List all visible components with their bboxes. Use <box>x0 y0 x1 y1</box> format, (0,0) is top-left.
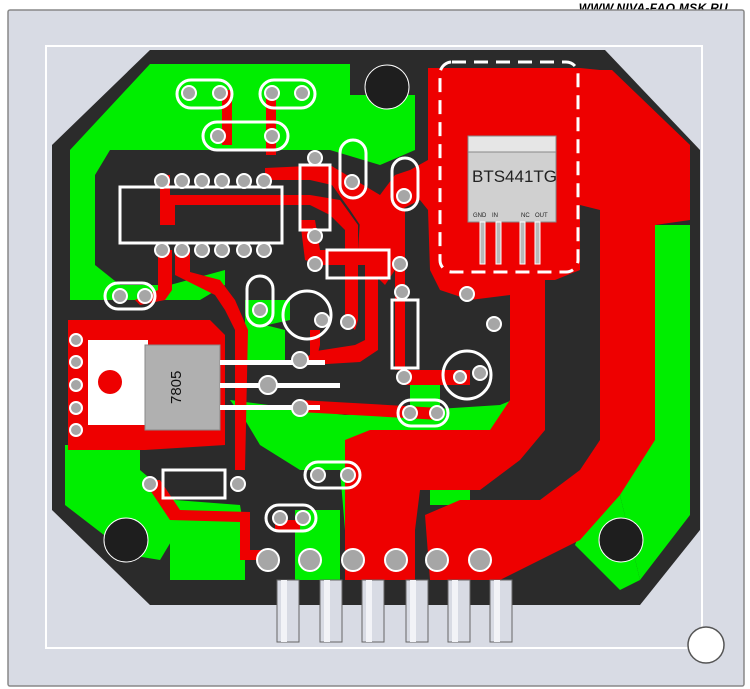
regulator: 7805 <box>88 340 340 431</box>
switch-ic-label: BTS441TG <box>472 167 557 186</box>
connector-pin-5 <box>447 579 471 643</box>
connector-pin-4 <box>405 579 429 643</box>
transistor-q2 <box>441 349 493 401</box>
switch-ic-pin-gnd: GND <box>473 213 487 219</box>
transistor-q1 <box>281 289 333 341</box>
connector-pin-3 <box>361 579 385 643</box>
resistor-r3 <box>161 468 227 500</box>
regulator-body <box>144 344 221 431</box>
resistor-r2 <box>325 248 391 280</box>
switch-ic-tab <box>467 135 557 153</box>
switch-ic-pin-out: OUT <box>535 213 548 219</box>
dip-ic-pads <box>154 173 272 258</box>
regulator-side-pads <box>69 333 83 437</box>
switch-ic-pin-in: IN <box>492 213 498 219</box>
mount-holes <box>103 64 644 563</box>
pads <box>112 85 502 572</box>
switch-ic-pin-nc: NC <box>521 213 530 219</box>
diode-d1 <box>390 298 420 370</box>
housing-inner-line <box>45 45 703 649</box>
switch-ic-outline <box>438 60 580 274</box>
connector-pin-2 <box>319 579 343 643</box>
switch-ic: BTS441TG GND IN NC OUT <box>467 135 557 265</box>
connector-pin-1 <box>276 579 300 643</box>
housing-mount-hole <box>687 626 725 664</box>
regulator-label: 7805 <box>168 371 185 404</box>
connector-pin-6 <box>489 579 513 643</box>
regulator-mount-hole <box>98 370 122 394</box>
pad-ovals <box>103 78 450 533</box>
